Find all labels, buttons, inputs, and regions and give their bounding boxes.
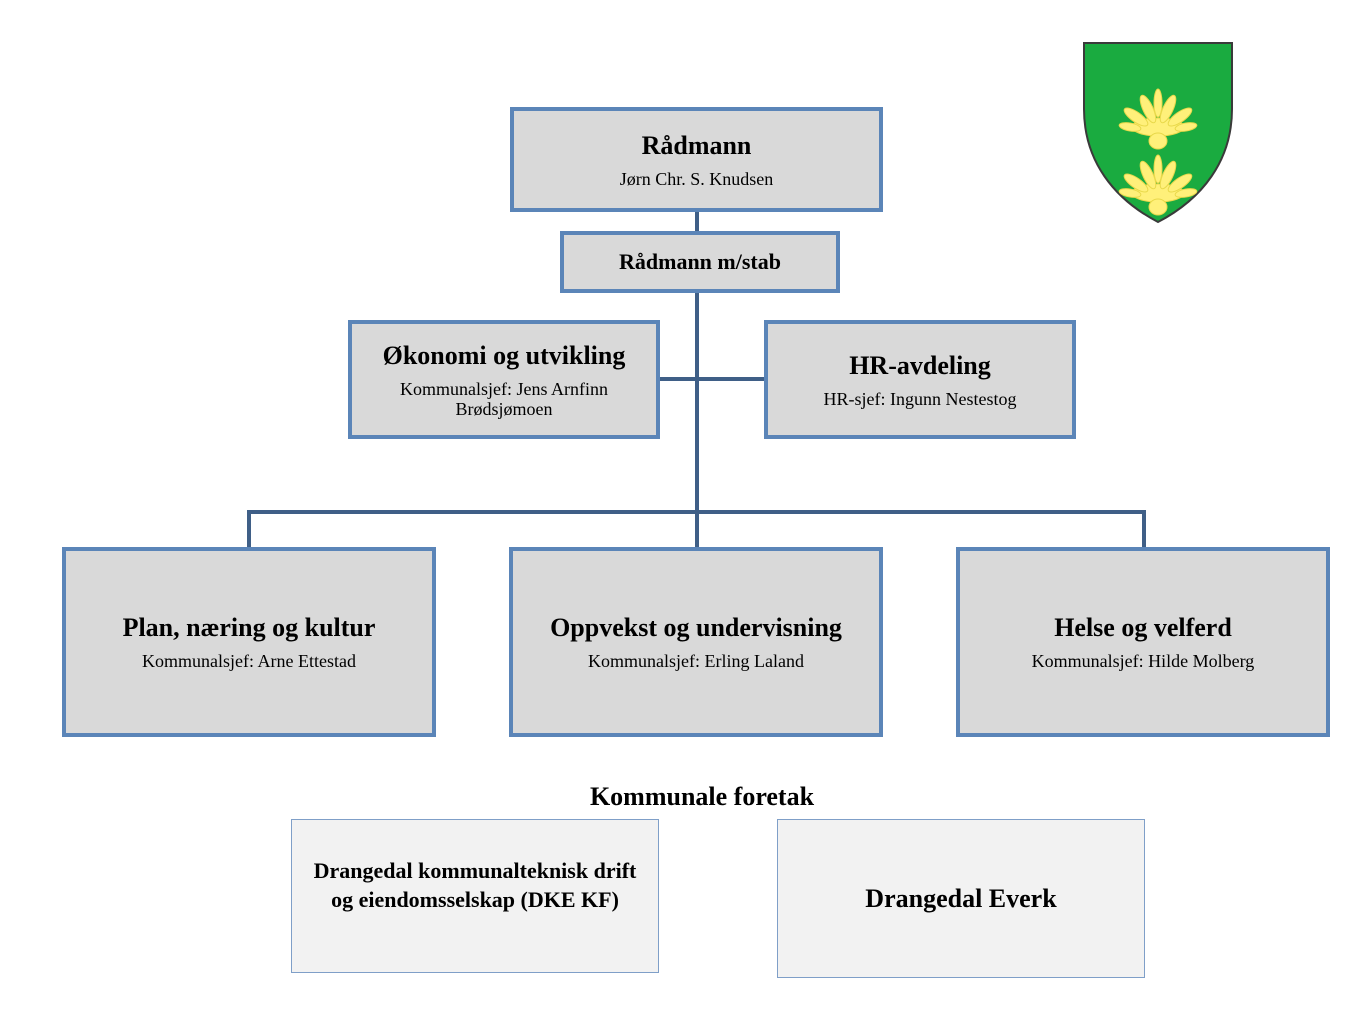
unit-sjef: Kommunalsjef: Hilde Molberg	[1031, 651, 1255, 671]
radmann-title: Rådmann	[641, 130, 752, 160]
radmann-stab-box: Rådmann m/stab	[560, 231, 840, 293]
hr-sjef: HR-sjef: Ingunn Nestestog	[823, 388, 1017, 409]
radmann-box: Rådmann Jørn Chr. S. Knudsen	[510, 107, 883, 212]
dke-box: Drangedal kommunalteknisk drift og eiend…	[291, 819, 659, 973]
unit-box-plan: Plan, næring og kultur Kommunalsjef: Arn…	[62, 547, 436, 737]
hr-title: HR-avdeling	[849, 350, 991, 380]
okonomi-sjef-line2: Brødsjømoen	[455, 398, 553, 419]
everk-box: Drangedal Everk	[777, 819, 1145, 978]
unit-box-oppvekst: Oppvekst og undervisning Kommunalsjef: E…	[509, 547, 883, 737]
dke-title-line2: og eiendomsselskap (DKE KF)	[331, 887, 619, 912]
connector-units-bar	[247, 510, 1146, 550]
drangedal-coat-of-arms-icon	[1083, 42, 1233, 224]
everk-title: Drangedal Everk	[865, 883, 1057, 913]
unit-box-helse: Helse og velferd Kommunalsjef: Hilde Mol…	[956, 547, 1330, 737]
dke-title-line1: Drangedal kommunalteknisk drift	[313, 858, 637, 883]
unit-sjef: Kommunalsjef: Erling Laland	[588, 651, 804, 671]
unit-title: Oppvekst og undervisning	[550, 613, 842, 642]
okonomi-title: Økonomi og utvikling	[382, 340, 626, 370]
unit-title: Plan, næring og kultur	[122, 613, 376, 642]
foretak-heading: Kommunale foretak	[589, 782, 815, 811]
okonomi-sjef-line1: Kommunalsjef: Jens Arnfinn	[400, 378, 608, 399]
unit-sjef: Kommunalsjef: Arne Ettestad	[142, 651, 356, 671]
okonomi-box: Økonomi og utvikling Kommunalsjef: Jens …	[348, 320, 660, 439]
hr-box: HR-avdeling HR-sjef: Ingunn Nestestog	[764, 320, 1076, 439]
radmann-name: Jørn Chr. S. Knudsen	[619, 168, 774, 189]
unit-title: Helse og velferd	[1054, 613, 1232, 642]
radmann-stab-title: Rådmann m/stab	[619, 249, 781, 274]
